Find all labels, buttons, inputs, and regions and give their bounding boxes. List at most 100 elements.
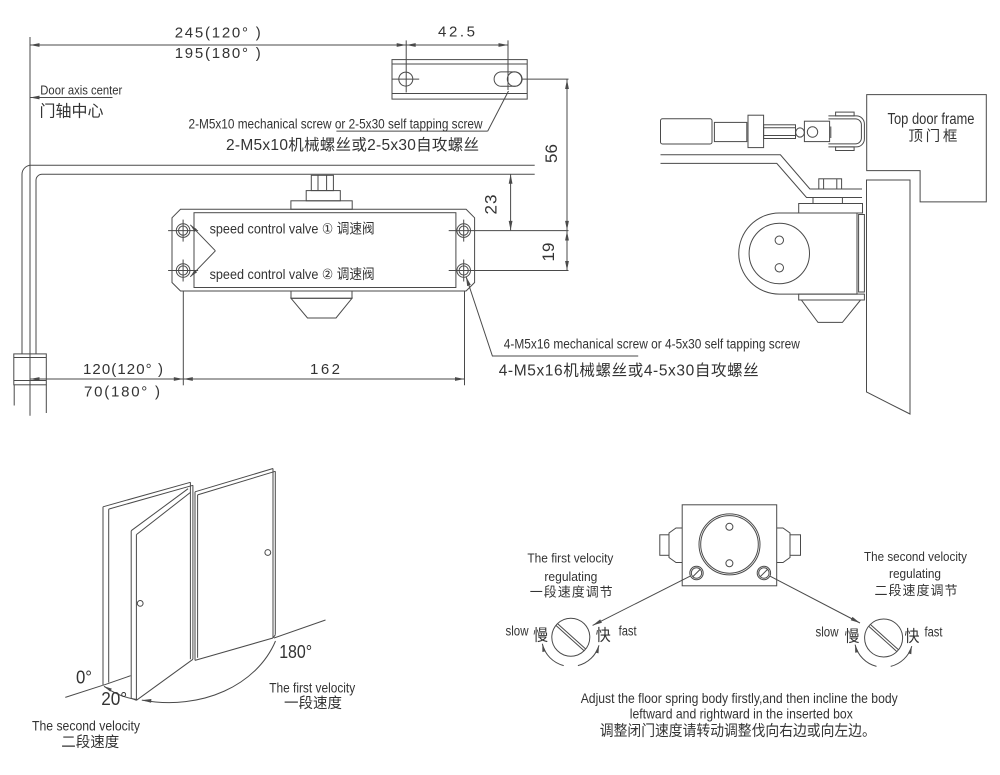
arm-sleeve xyxy=(713,121,748,143)
leader-line xyxy=(465,276,639,357)
dimension-19 xyxy=(565,230,569,271)
angle-20-label: 20° xyxy=(101,688,127,709)
arrowhead xyxy=(183,377,193,381)
screw-outer xyxy=(756,565,772,581)
dimension-56 xyxy=(565,79,569,231)
swing-arc xyxy=(141,640,276,704)
screw-inner xyxy=(758,567,770,579)
top-screw-note-en: 2-M5x10 mechanical screw or 2-5x30 self … xyxy=(189,117,483,132)
dim-42-5-label: 42.5 xyxy=(438,24,475,41)
arrowhead xyxy=(141,699,152,703)
arrowhead xyxy=(406,43,416,47)
tab-cap xyxy=(789,534,801,556)
door-open-20deg xyxy=(130,488,194,701)
valve-leader xyxy=(189,224,216,278)
plan-view xyxy=(13,37,639,416)
dim-19-label: 19 xyxy=(539,243,558,262)
arrowhead xyxy=(455,377,465,381)
top-screw-leader xyxy=(336,90,509,132)
spindle xyxy=(290,174,353,210)
screw-slot xyxy=(692,569,701,577)
dial-face xyxy=(551,617,591,657)
leader-line xyxy=(769,575,861,624)
valve2-label: speed control valve ② 调速阀 xyxy=(210,266,375,282)
adjust-note-line3: 调整闭门速度请转动调整伐向右边或向左边。 xyxy=(600,723,876,740)
dimension-42-5 xyxy=(405,40,509,93)
arrowhead xyxy=(508,174,513,184)
door-corner xyxy=(272,634,276,639)
arrowhead xyxy=(542,643,546,652)
arrowhead xyxy=(104,686,112,692)
door-edge-inner xyxy=(35,173,535,354)
closer-body-side xyxy=(738,212,865,323)
fast-label-right: fast xyxy=(925,625,943,640)
tab-outline xyxy=(668,527,683,563)
dim-70-label: 70(180° ) xyxy=(84,384,160,401)
cover-trapezoid xyxy=(289,297,354,319)
body-face xyxy=(748,222,810,285)
dimension-162 xyxy=(183,291,465,386)
bottom-screw-leader xyxy=(465,276,639,357)
door-edge-outer xyxy=(21,164,535,354)
frame-top xyxy=(108,484,194,510)
angle-0-label: 0° xyxy=(76,667,92,688)
rotate-arc xyxy=(541,643,564,667)
second-velocity-label-en: The second velocity xyxy=(32,718,140,734)
first-velocity-label-zh: 一段速度 xyxy=(284,695,342,712)
dim-120-label: 120(120° ) xyxy=(83,361,163,378)
arrowhead xyxy=(565,261,569,271)
adjust-note-line2: leftward and rightward in the inserted b… xyxy=(630,706,853,722)
closer-arm xyxy=(660,114,832,149)
arrowhead xyxy=(190,269,198,277)
tab-cap xyxy=(659,534,670,556)
door-bottom xyxy=(194,637,274,661)
frame-top xyxy=(102,481,191,508)
body-outline xyxy=(193,212,457,288)
top-flange xyxy=(798,203,864,214)
arrowhead xyxy=(498,43,508,47)
speed-dial-left xyxy=(541,617,600,667)
arrowhead xyxy=(908,646,912,655)
arrowhead xyxy=(508,220,513,231)
door-knob xyxy=(136,600,144,607)
slow-zh-left: 慢 xyxy=(533,627,548,645)
door-frame-jamb xyxy=(866,179,911,415)
door-axis-label-en: Door axis center xyxy=(40,83,123,98)
bracket-bolt xyxy=(818,178,843,190)
arrowhead xyxy=(592,619,602,626)
side-view xyxy=(660,94,987,415)
second-velocity-label-zh: 二段速度 xyxy=(61,734,119,751)
mount-plate xyxy=(858,214,865,293)
dial-slot xyxy=(869,624,899,651)
spindle-flange xyxy=(290,200,353,210)
arm-nut xyxy=(747,114,765,149)
first-regulating-label-en1: The first velocity xyxy=(527,551,613,566)
arrowhead xyxy=(190,224,198,232)
door-frame xyxy=(102,481,194,686)
arrowhead xyxy=(173,377,184,381)
bottom-cover xyxy=(800,299,862,323)
arrowhead xyxy=(30,95,40,100)
second-regulating-label-zh: 二段速度调节 xyxy=(875,583,958,598)
tab-outline xyxy=(776,527,791,563)
floor-box xyxy=(13,353,47,413)
dial-slot xyxy=(555,625,585,652)
slot-screw xyxy=(506,71,523,87)
door-bottom xyxy=(136,658,194,701)
slow-zh-right: 慢 xyxy=(845,628,860,646)
dial-slot xyxy=(557,623,587,650)
adjustment-view xyxy=(541,504,913,667)
bracket-inner xyxy=(660,162,862,198)
arrowhead xyxy=(30,43,40,47)
valve-port xyxy=(774,235,784,245)
clamp-tab xyxy=(835,111,855,117)
arm-rod xyxy=(660,118,713,145)
frame-clamp xyxy=(828,111,865,151)
bracket-outer xyxy=(660,154,862,190)
cylinder-outer xyxy=(698,513,761,576)
dim-56-label: 56 xyxy=(542,144,561,163)
arrowhead xyxy=(855,644,859,653)
first-regulating-label-en2: regulating xyxy=(544,569,597,584)
